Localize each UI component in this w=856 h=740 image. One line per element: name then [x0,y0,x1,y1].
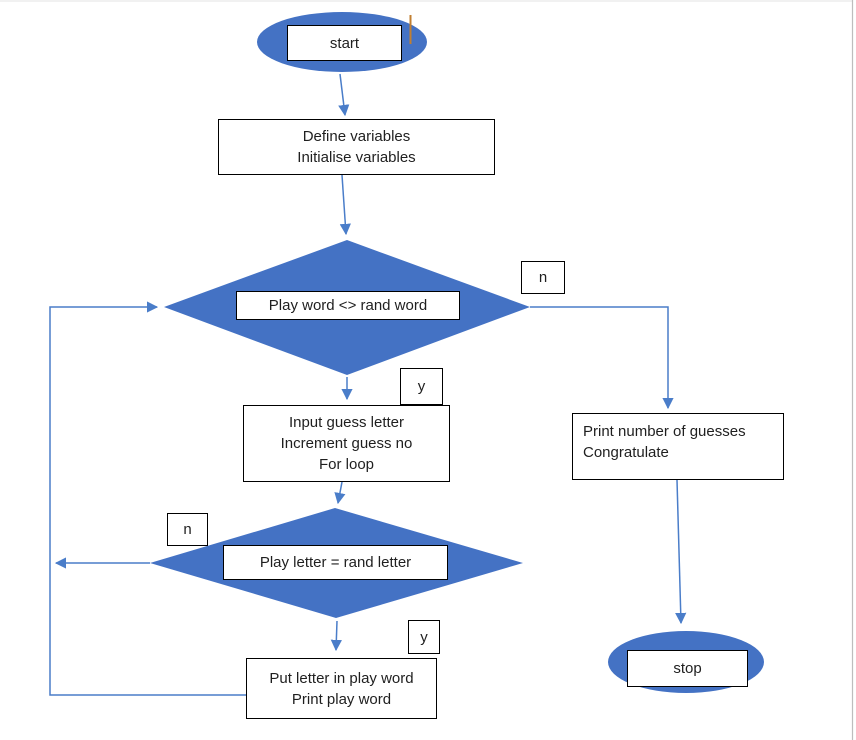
text-line: Print play word [291,690,392,708]
text-line: Define variables [302,128,411,145]
text-line: n [183,521,192,538]
node-stop-label: stop [673,660,702,677]
branch-label-letter-no[interactable]: n [167,513,208,546]
connector-loop-back-to-decision-word[interactable] [49,301,246,696]
text-line: n [538,269,548,286]
node-decision-word-label[interactable]: Play word <> rand word [236,291,460,320]
text-line: Play letter = rand letter [259,554,412,571]
connector-decision-word-no-branch[interactable] [530,306,674,410]
text-line: Put letter in play word [269,669,414,687]
text-line: Input guess letter [288,414,405,431]
node-start-label: start [329,34,360,52]
node-put-letter[interactable]: Put letter in play word Print play word [246,658,437,719]
text-line: Play word <> rand word [268,297,428,314]
connector-start-to-define[interactable] [338,73,350,117]
branch-label-word-yes[interactable]: y [400,368,443,405]
connector-decision-letter-yes-branch[interactable] [330,620,342,652]
node-input-guess[interactable]: Input guess letter Increment guess no Fo… [243,405,450,482]
text-line: Print number of guesses [583,423,746,440]
node-print-guesses[interactable]: Print number of guesses Congratulate [572,413,784,480]
branch-label-word-no[interactable]: n [521,261,565,294]
connector-define-to-decision-word[interactable] [339,174,351,236]
text-line: For loop [318,456,375,473]
node-stop[interactable]: stop [627,650,748,687]
text-line: y [417,378,426,395]
connector-input-to-decision-letter[interactable] [334,481,346,505]
node-define-variables[interactable]: Define variables Initialise variables [218,119,495,175]
text-line: y [420,628,428,646]
branch-label-letter-yes[interactable]: y [408,620,440,654]
text-line: Increment guess no [280,435,413,452]
node-start[interactable]: start [287,25,402,61]
connector-print-to-stop[interactable] [675,479,687,625]
node-decision-letter-label[interactable]: Play letter = rand letter [223,545,448,580]
text-line: Initialise variables [297,149,416,166]
text-line: Congratulate [583,444,669,461]
